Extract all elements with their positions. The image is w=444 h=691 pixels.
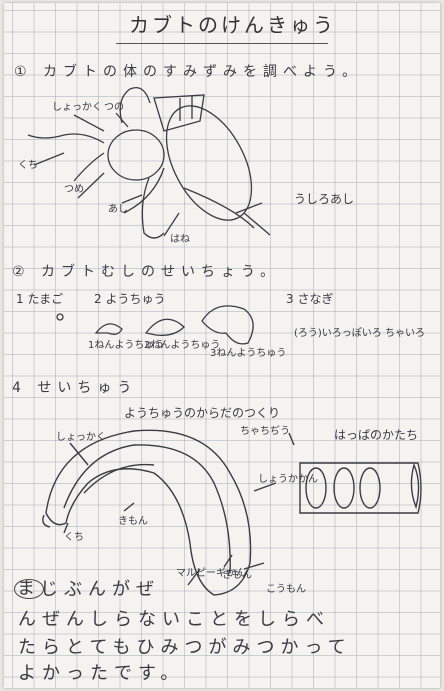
leaf-shape-label: はっぱのかたち — [334, 428, 419, 442]
larva-1: 1ねんようちゅう — [88, 340, 165, 351]
anat-kouzou: こうもん — [266, 584, 306, 595]
larva-stages-drawing — [56, 305, 254, 345]
label-shokkaku: しょっかく — [52, 102, 102, 113]
label-hane: はね — [170, 234, 190, 245]
stage-egg: 1 たまご — [16, 292, 64, 306]
larva-anatomy-drawing — [42, 429, 422, 596]
summary-marker: ま — [14, 579, 44, 599]
anat-kimon2: きもん — [222, 570, 252, 581]
section4-subheading: ようちゅうのからだのつくり — [124, 406, 281, 420]
label-tsume: つめ — [64, 184, 84, 195]
anat-kimon: きもん — [118, 516, 148, 527]
label-tsuno: つの — [104, 102, 124, 113]
anat-shokkaku: しょっかく — [56, 432, 106, 443]
label-kuchi: くち — [18, 160, 38, 171]
title-underline — [116, 43, 328, 44]
larva-3: 3ねんようちゅう — [210, 348, 287, 359]
summary-line-4: よかったです。 — [18, 663, 185, 684]
summary-line-2: んぜんしらないことをしらべ — [18, 609, 330, 630]
anat-chachi: ちゃちぢう — [240, 426, 290, 437]
larva-2: 2ねんようちゅう — [144, 340, 221, 351]
anat-kuchi: くち — [64, 532, 84, 543]
summary-line-1: じぶんがぜ — [40, 579, 160, 600]
notebook-page: カブトのけんきゅう ① カブトの体のすみずみを調べよう。 しょっかく つの くち… — [4, 3, 440, 688]
section2-heading: ② カブトむしのせいちょう。 — [12, 264, 281, 280]
page-title: カブトのけんきゅう — [129, 13, 336, 37]
stage-larva: 2 ようちゅう — [94, 292, 166, 306]
stage-pupa: 3 さなぎ — [286, 292, 334, 306]
summary-line-3: たらとてもひみつがみつかって — [18, 637, 352, 658]
anat-marupi: マルピーギかん — [176, 568, 246, 579]
section4-heading: 4 せいちゅう — [12, 380, 138, 396]
beetle-drawing — [27, 86, 271, 239]
colors-note: (ろう)いろっぽいろ ちゃいろ — [294, 328, 425, 339]
label-ushiroashi: うしろあし — [294, 192, 355, 206]
label-ashi: あし — [108, 204, 128, 215]
anat-shoukakan: しょうかかん — [258, 474, 318, 485]
section1-heading: ① カブトの体のすみずみを調べよう。 — [14, 64, 363, 80]
